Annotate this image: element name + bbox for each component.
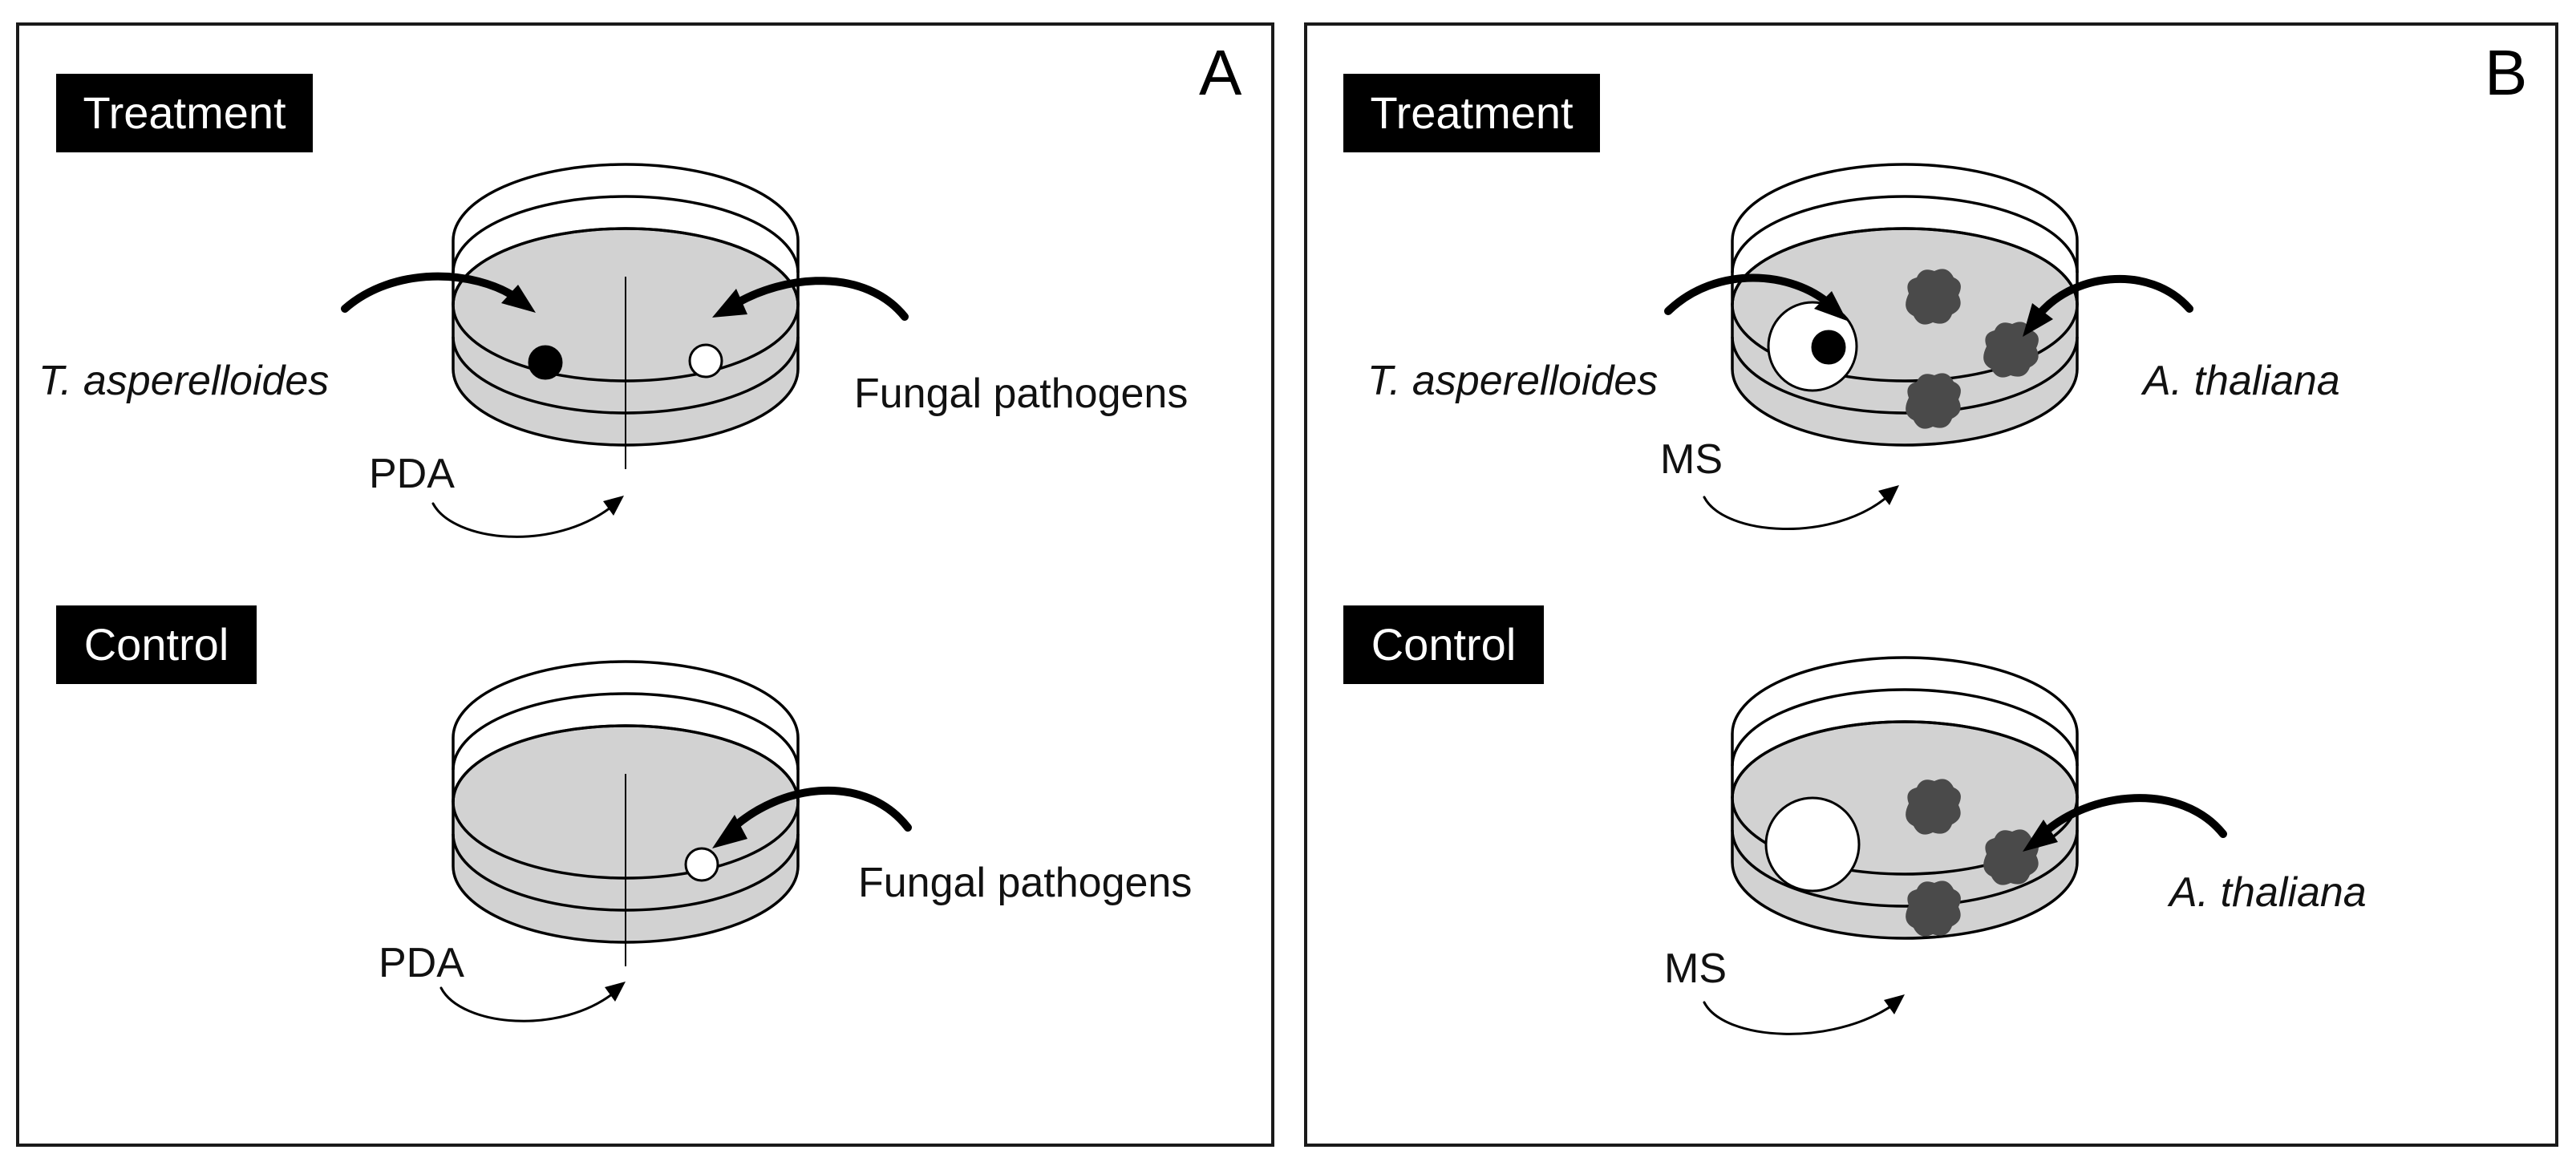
arrow-icon [1703, 485, 1899, 531]
fungal-plug-icon [684, 847, 719, 882]
petri-dish-icon [452, 163, 800, 469]
panel-b-control: Control A. thaliana MS [1343, 605, 2367, 1035]
arrow-icon [431, 496, 624, 538]
trichoderma-plug-icon [528, 345, 563, 380]
panel-a-treatment-tag [56, 74, 313, 152]
arrow-icon [341, 272, 536, 313]
fungal-plug-icon [688, 343, 723, 379]
arrow-icon [2023, 794, 2227, 852]
panel-a-control: Control Fungal pathogens PDA [56, 605, 1192, 1022]
ms-medium-label: MS [1664, 945, 1727, 992]
panel-b: B Treatment [1304, 22, 2558, 1147]
petri-dish-icon [1731, 656, 2079, 940]
arrow-icon [1703, 994, 1905, 1035]
panel-b-letter: B [2485, 37, 2527, 108]
arrow-icon [2023, 274, 2193, 337]
trichoderma-label: T. asperelloides [1367, 358, 1658, 404]
pda-medium-label: PDA [379, 940, 464, 986]
arrow-icon [1664, 273, 1847, 321]
panel-b-control-tag-label: Control [1371, 619, 1517, 670]
panel-a-treatment-tag-label: Treatment [83, 87, 286, 138]
panel-a-treatment: Treatment T. asperelloides Fun [38, 74, 1188, 538]
petri-dish-icon [1731, 163, 2079, 447]
fungal-pathogens-label: Fungal pathogens [858, 860, 1192, 906]
petri-dish-icon [452, 660, 800, 966]
trichoderma-plug-icon [1811, 330, 1846, 365]
arabidopsis-label: A. thaliana [2141, 358, 2340, 404]
empty-agar-plug-icon [1764, 796, 1861, 893]
arrow-icon [712, 786, 912, 848]
arabidopsis-label: A. thaliana [2167, 869, 2367, 916]
trichoderma-label: T. asperelloides [38, 358, 329, 404]
panel-a-letter: A [1199, 37, 1242, 108]
panel-a-control-tag-label: Control [84, 619, 229, 670]
panel-b-frame [1304, 22, 2558, 1147]
panel-a: A Treatment [16, 22, 1274, 1147]
panel-b-treatment-tag [1343, 74, 1600, 152]
fungal-pathogens-label: Fungal pathogens [854, 370, 1188, 417]
pda-medium-label: PDA [369, 451, 455, 497]
ms-medium-label: MS [1660, 436, 1723, 483]
panel-a-control-tag [56, 605, 257, 684]
panel-b-treatment: Treatment T. asper [1343, 74, 2340, 531]
arrow-icon [439, 982, 626, 1022]
panel-a-frame [16, 22, 1274, 1147]
panel-b-treatment-tag-label: Treatment [1370, 87, 1574, 138]
arrow-icon [712, 277, 909, 321]
panel-b-control-tag [1343, 605, 1544, 684]
